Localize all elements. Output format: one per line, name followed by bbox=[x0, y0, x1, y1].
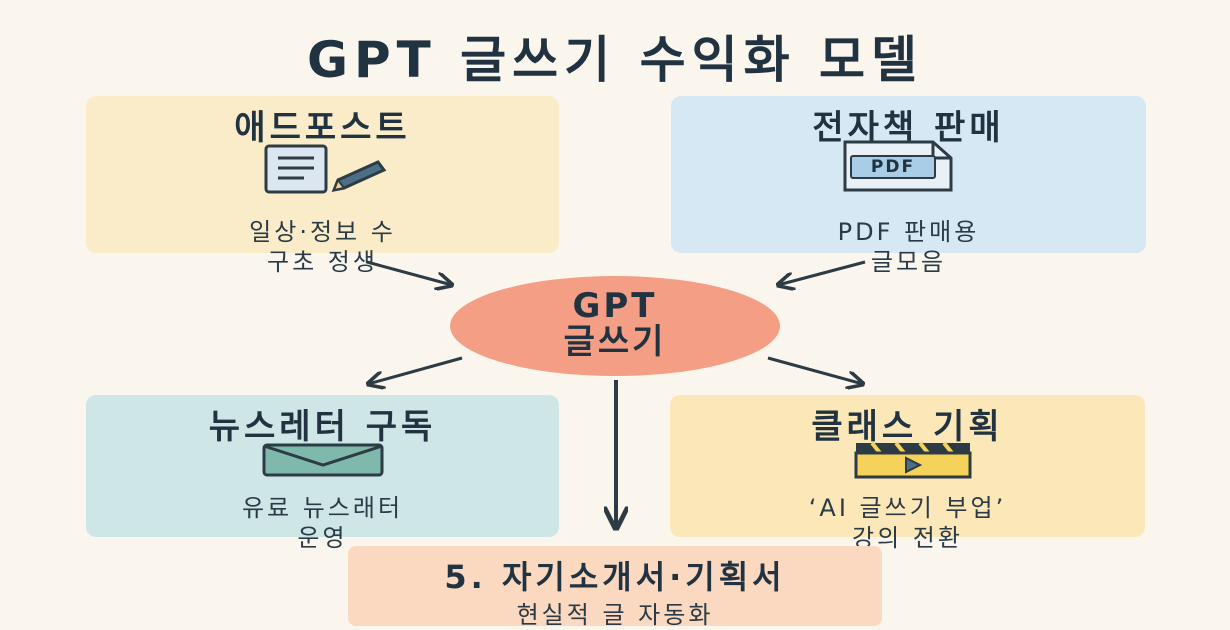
diagram-title: GPT 글쓰기 수익화 모델 bbox=[306, 31, 923, 89]
klass-heading: 클래스 기획 bbox=[811, 407, 1004, 447]
newsletter-line2: 운영 bbox=[297, 524, 348, 552]
arrow-center-to-newsletter bbox=[368, 356, 463, 384]
newsletter-line1: 유료 뉴스래터 bbox=[241, 494, 404, 522]
resume-heading: 5. 자기소개서·기획서 bbox=[444, 558, 786, 596]
adpost-line2: 구초 정생 bbox=[267, 248, 378, 276]
adpost-heading: 애드포스트 bbox=[234, 108, 411, 148]
adpost-box: 애드포스트 일상·정보 수 구초 정생 bbox=[86, 96, 559, 276]
arrow-adpost-to-center bbox=[366, 260, 452, 285]
pdf-icon-label: PDF bbox=[870, 157, 916, 177]
klass-line1: ‘AI 글쓰기 부업’ bbox=[808, 494, 1007, 522]
resume-box: 5. 자기소개서·기획서 현실적 글 자동화 bbox=[348, 546, 882, 629]
newsletter-heading: 뉴스레터 구독 bbox=[208, 407, 437, 447]
envelope-icon bbox=[262, 443, 384, 477]
ebook-box: 전자책 판매 PDF PDF 판매용 글모음 bbox=[671, 96, 1146, 276]
arrow-center-to-klass bbox=[767, 356, 863, 384]
klass-box: 클래스 기획 ‘AI 글쓰기 부업’ 강의 전환 bbox=[670, 395, 1145, 552]
adpost-line1: 일상·정보 수 bbox=[249, 218, 396, 246]
ebook-line2: 글모음 bbox=[870, 248, 947, 276]
connector-arrows bbox=[0, 260, 1230, 600]
document-pencil-icon bbox=[264, 144, 387, 194]
center-node: GPT 글쓰기 bbox=[450, 276, 780, 376]
resume-line1: 현실적 글 자동화 bbox=[516, 601, 714, 629]
center-line1: GPT bbox=[572, 286, 658, 326]
newsletter-box: 뉴스레터 구독 유료 뉴스래터 운영 bbox=[86, 395, 559, 552]
ebook-line1: PDF 판매용 bbox=[837, 218, 980, 246]
arrow-ebook-to-center bbox=[778, 260, 866, 285]
center-line2: 글쓰기 bbox=[563, 322, 667, 362]
pdf-file-icon: PDF bbox=[839, 140, 959, 192]
clapperboard-icon bbox=[854, 441, 972, 479]
